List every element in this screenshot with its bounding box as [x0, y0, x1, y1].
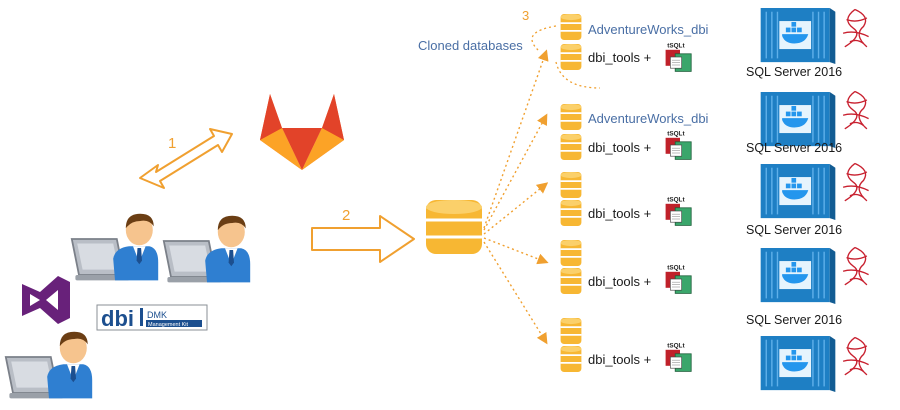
row-1-tools-label: dbi_tools + — [588, 50, 651, 65]
docker-container-icon — [759, 248, 837, 304]
sql-server-icon — [842, 8, 870, 48]
dbi-tools-db-icon — [560, 44, 582, 70]
row-1-db-name: AdventureWorks_dbi — [588, 22, 709, 37]
database-icon — [560, 172, 582, 198]
row-4-tools-label: dbi_tools + — [588, 274, 651, 289]
developer-3-icon — [4, 330, 94, 400]
sql-server-icon — [842, 90, 870, 130]
developer-1-icon — [70, 212, 160, 282]
row-2-tools-label: dbi_tools + — [588, 140, 651, 155]
cloned-databases-label: Cloned databases — [418, 38, 523, 53]
row-1-server-label: SQL Server 2016 — [746, 65, 842, 79]
step-2-label: 2 — [342, 207, 350, 224]
dmk-logo-text: DMK — [147, 310, 167, 320]
row-2-server-label: SQL Server 2016 — [746, 141, 842, 155]
central-database-icon — [426, 200, 482, 254]
adventureworks-db-icon — [560, 104, 582, 130]
developer-2-icon — [162, 214, 252, 284]
sql-server-icon — [842, 162, 870, 202]
gitlab-icon — [260, 94, 344, 170]
dbi-dmk-logo: dbi DMK Management Kit — [96, 304, 208, 331]
tsqlt-icon — [665, 341, 692, 372]
step-3-label: 3 — [522, 8, 529, 23]
docker-container-icon — [759, 164, 837, 220]
row-5-tools-label: dbi_tools + — [588, 352, 651, 367]
tsqlt-icon — [665, 129, 692, 160]
tsqlt-icon — [665, 41, 692, 72]
dbi-tools-db-icon — [560, 134, 582, 160]
row-3-tools-label: dbi_tools + — [588, 206, 651, 221]
sync-double-arrow — [139, 128, 233, 189]
clone-arrows — [483, 49, 549, 345]
dbi-logo-text: dbi — [101, 306, 134, 331]
tsqlt-icon — [665, 263, 692, 294]
database-icon — [560, 240, 582, 266]
docker-container-icon — [759, 92, 837, 148]
deploy-arrow — [311, 215, 415, 263]
dbi-tools-db-icon — [560, 200, 582, 226]
tsqlt-icon — [665, 195, 692, 226]
docker-container-icon — [759, 8, 837, 64]
adventureworks-db-icon — [560, 14, 582, 40]
dbi-tools-db-icon — [560, 346, 582, 372]
dbi-tools-db-icon — [560, 268, 582, 294]
sql-server-icon — [842, 336, 870, 376]
sql-server-icon — [842, 246, 870, 286]
database-icon — [560, 318, 582, 344]
row-4-server-label: SQL Server 2016 — [746, 313, 842, 327]
row-2-db-name: AdventureWorks_dbi — [588, 111, 709, 126]
clone-step-arrow — [531, 25, 601, 89]
row-3-server-label: SQL Server 2016 — [746, 223, 842, 237]
step-1-label: 1 — [168, 135, 176, 152]
dmk-logo-sub: Management Kit — [148, 322, 189, 328]
docker-container-icon — [759, 336, 837, 392]
visual-studio-icon — [22, 276, 70, 324]
